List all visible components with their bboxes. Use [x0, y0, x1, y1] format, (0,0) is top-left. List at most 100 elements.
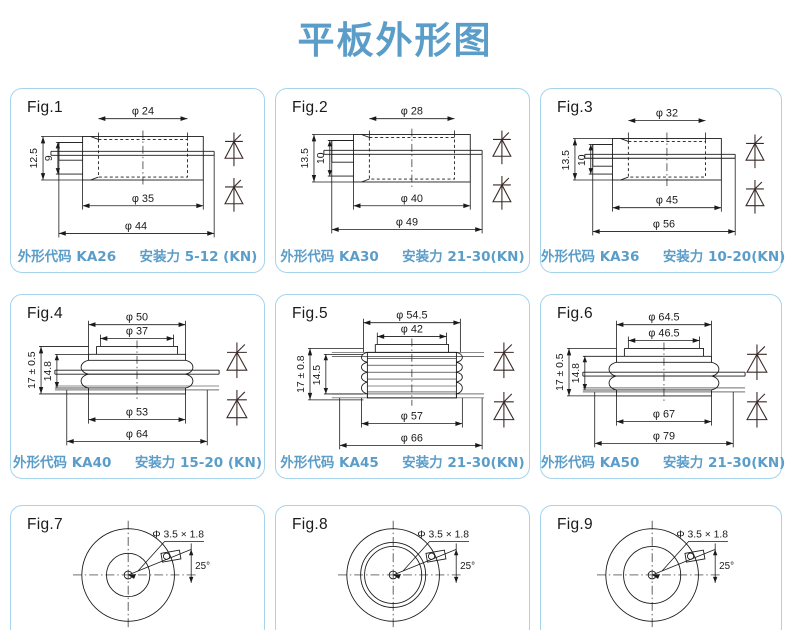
force-prefix: 安装力 [662, 455, 704, 471]
dimension-left-outer: 17 ± 0.5 [555, 353, 566, 391]
force-value: 5-12 (KN) [184, 249, 258, 265]
figure-caption-fig3: 外形代码 KA36 安装力 10-20(KN) [541, 245, 785, 265]
dimension-top2: φ 37 [126, 326, 148, 338]
dimension-left-inner: 10 [316, 152, 327, 164]
dimension-left-outer: 13.5 [561, 150, 572, 170]
page-title: 平板外形图 [297, 19, 493, 62]
dimension-mid: φ 57 [401, 411, 423, 423]
dimension-left-inner: 14.8 [571, 363, 582, 383]
force-value: 21-30(KN) [447, 249, 525, 265]
dimension-bottom: φ 79 [653, 430, 675, 442]
thyristor-symbol-lower [493, 391, 515, 428]
force-value: 21-30(KN) [447, 455, 525, 471]
figure-panel-fig1: Fig.1 [10, 88, 265, 273]
code-prefix: 外形代码 [13, 455, 67, 471]
figure-label: Fig.8 [292, 516, 328, 533]
dimension-left-inner: 14.5 [312, 365, 323, 385]
dimension-top2: φ 46.5 [648, 328, 679, 340]
thyristor-symbol-upper [492, 130, 512, 165]
thyristor-symbol-lower [492, 176, 512, 210]
dimension-mid: φ 67 [653, 409, 675, 421]
code-value: KA50 [599, 455, 640, 471]
figure-label: Fig.5 [292, 305, 328, 322]
code-value: KA45 [339, 455, 379, 471]
figure-panel-fig7: Fig.7 [10, 505, 265, 630]
dimension-top2: φ 42 [401, 324, 423, 336]
dimension-bottom: φ 64 [126, 428, 148, 440]
figure-panel-fig5: Fig.5 [275, 294, 530, 479]
dimension-angle: 25° [195, 561, 210, 572]
code-prefix: 外形代码 [280, 249, 335, 265]
figure-panel-fig3: Fig.3 φ 32 [540, 88, 785, 273]
figure-caption-fig1: 外形代码 KA26 安装力 5-12 (KN) [11, 245, 264, 265]
dimension-top: φ 24 [132, 106, 154, 118]
dimension-left-inner: 10 [577, 154, 588, 166]
figure-caption-fig4: 外形代码 KA40 安装力 15-20 (KN) [11, 451, 264, 471]
dimension-bottom: φ 56 [653, 218, 675, 230]
dimension-hole: Φ 3.5 × 1.8 [417, 530, 469, 541]
code-prefix: 外形代码 [280, 455, 335, 471]
dimension-top: φ 28 [401, 106, 423, 118]
code-value: KA40 [71, 455, 112, 471]
force-prefix: 安装力 [402, 249, 443, 265]
thyristor-symbol-lower [745, 180, 765, 214]
thyristor-symbol-upper [224, 132, 244, 167]
figure-panel-fig6: Fig.6 φ 64.5 [540, 294, 785, 479]
dimension-left-inner: 9 [44, 155, 55, 161]
thyristor-symbol-lower [224, 178, 244, 212]
dimension-mid: φ 45 [656, 195, 678, 207]
force-value: 15-20 (KN) [180, 455, 262, 471]
force-prefix: 安装力 [402, 455, 443, 471]
code-value: KA26 [76, 249, 117, 265]
dimension-mid: φ 53 [126, 407, 148, 419]
thyristor-symbol-lower [226, 389, 248, 426]
figure-panel-fig4: Fig.4 [10, 294, 265, 479]
code-prefix: 外形代码 [541, 455, 595, 471]
dimension-hole: Φ 3.5 × 1.8 [152, 530, 204, 541]
figure-label: Fig.2 [292, 99, 328, 116]
thyristor-symbol-upper [746, 344, 768, 381]
code-prefix: 外形代码 [17, 249, 72, 265]
dimension-left-inner: 14.8 [43, 361, 54, 381]
figure-caption-fig5: 外形代码 KA45 安装力 21-30(KN) [276, 451, 529, 471]
thyristor-symbol-upper [226, 342, 248, 379]
dimension-bottom: φ 49 [396, 217, 418, 229]
thyristor-symbol-upper [493, 342, 515, 379]
thyristor-symbol-upper [745, 134, 765, 169]
figure-panel-fig9: Fig.9 Φ 3.5 × 1.8 25° [540, 505, 782, 630]
figure-panel-fig2: Fig.2 φ 28 [275, 88, 530, 273]
dimension-top: φ 64.5 [648, 312, 679, 324]
figure-panel-fig8: Fig.8 Φ 3.5 × 1.8 25° [275, 505, 530, 630]
dimension-top: φ 50 [126, 312, 148, 324]
figure-caption-fig6: 外形代码 KA50 安装力 21-30(KN) [541, 451, 785, 471]
dimension-mid: φ 35 [132, 193, 154, 205]
force-prefix: 安装力 [139, 249, 181, 265]
dimension-top: φ 54.5 [396, 310, 427, 322]
dimension-top: φ 32 [656, 108, 678, 120]
dimension-angle: 25° [460, 561, 475, 572]
dimension-bottom: φ 66 [401, 432, 423, 444]
figure-caption-fig2: 外形代码 KA30 安装力 21-30(KN) [276, 245, 529, 265]
dimension-mid: φ 40 [401, 193, 423, 205]
force-prefix: 安装力 [134, 455, 176, 471]
figure-label: Fig.3 [557, 99, 593, 116]
figure-label: Fig.4 [27, 305, 63, 322]
dimension-left-outer: 12.5 [29, 148, 40, 168]
figure-label: Fig.7 [27, 516, 63, 533]
figure-label: Fig.1 [27, 99, 63, 116]
dimension-left-outer: 17 ± 0.8 [296, 355, 307, 393]
dimension-left-outer: 13.5 [300, 148, 311, 168]
force-prefix: 安装力 [662, 249, 704, 265]
dimension-hole: Φ 3.5 × 1.8 [676, 530, 728, 541]
figure-label: Fig.9 [557, 516, 593, 533]
dimension-angle: 25° [719, 561, 734, 572]
force-value: 21-30(KN) [708, 455, 786, 471]
figure-label: Fig.6 [557, 305, 593, 322]
thyristor-symbol-lower [746, 391, 768, 428]
code-prefix: 外形代码 [541, 249, 595, 265]
dimension-bottom: φ 44 [125, 220, 147, 232]
code-value: KA30 [339, 249, 379, 265]
dimension-left-outer: 17 ± 0.5 [27, 351, 38, 389]
force-value: 10-20(KN) [708, 249, 786, 265]
